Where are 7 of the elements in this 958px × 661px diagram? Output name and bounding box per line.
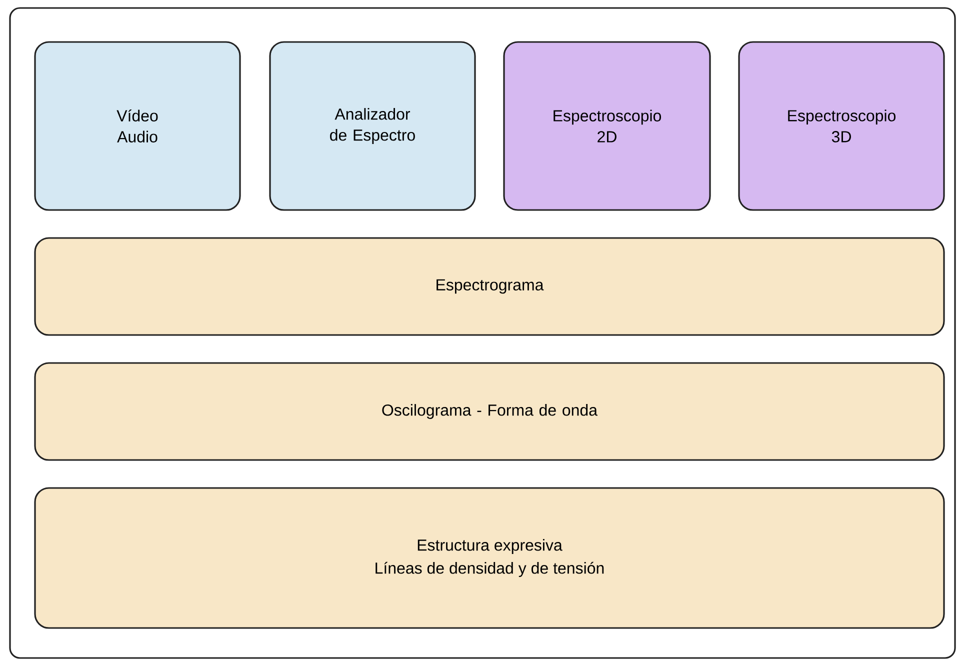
process-box: Oscilograma - Forma de onda xyxy=(34,362,945,461)
process-box: Espectroscopio 3D xyxy=(738,41,945,211)
process-box: Estructura expresiva Líneas de densidad y de tensión xyxy=(34,487,945,629)
process-box: Vídeo Audio xyxy=(34,41,241,211)
process-box: Espectrograma xyxy=(34,237,945,336)
process-box: Espectroscopio 2D xyxy=(503,41,711,211)
process-box: Analizador de Espectro xyxy=(269,41,476,211)
